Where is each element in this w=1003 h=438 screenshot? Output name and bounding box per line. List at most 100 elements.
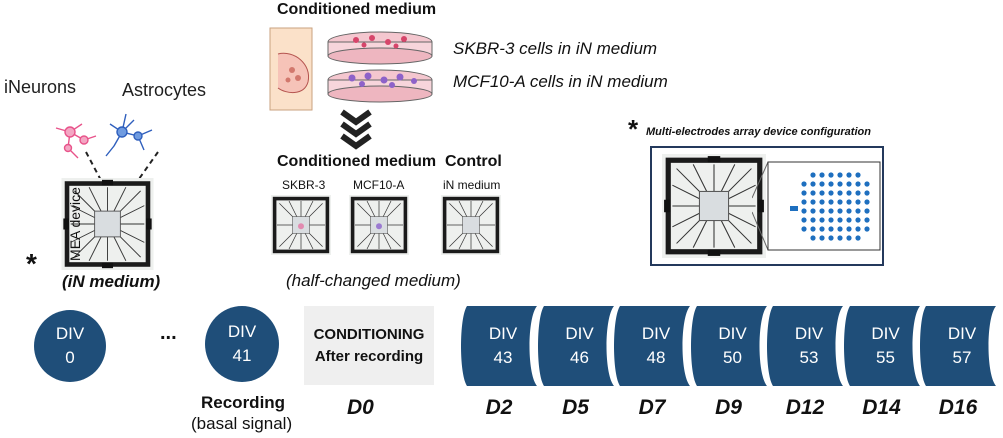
electrode-dot <box>855 235 861 241</box>
in-medium-label: (iN medium) <box>62 272 160 292</box>
segment-label-div: DIV <box>488 324 518 343</box>
electrode-dot <box>801 199 807 205</box>
basal-signal-label: (basal signal) <box>191 414 293 433</box>
mea-chip-icon <box>662 154 766 258</box>
div-circle-0: DIV 0 <box>34 310 106 382</box>
day-label-d9: D9 <box>715 396 742 419</box>
segment-fill <box>690 306 767 386</box>
electrode-dot <box>846 190 852 196</box>
day-label-d12: D12 <box>785 396 825 419</box>
mea-config-panel <box>650 146 884 266</box>
segment-shape <box>843 306 920 386</box>
electrode-dot <box>855 181 861 187</box>
electrode-dot <box>810 190 816 196</box>
segment-label-div: DIV <box>641 324 671 343</box>
electrode-dot <box>828 199 834 205</box>
div-circle-41-line2: 41 <box>232 346 252 365</box>
electrode-dot <box>864 190 870 196</box>
asterisk-left: * <box>26 248 37 279</box>
electrode-dot <box>828 217 834 223</box>
electrode-dot <box>837 217 843 223</box>
timeline-segment-43: DIV 43 <box>461 306 545 386</box>
electrode-dot <box>819 217 825 223</box>
skbr-cells-label: SKBR-3 cells in iN medium <box>453 39 658 58</box>
day-label-d14: D14 <box>862 396 901 419</box>
segment-label-div: DIV <box>565 324 594 343</box>
day-label-d2: D2 <box>485 396 513 419</box>
mea-config-title: Multi-electrodes array device configurat… <box>646 126 871 138</box>
segment-shape <box>767 306 843 386</box>
electrode-dot <box>801 181 807 187</box>
electrode-dot <box>855 190 861 196</box>
segment-label-number: 50 <box>723 348 742 367</box>
segment-label-div: DIV <box>794 324 824 343</box>
electrode-dot <box>819 172 825 178</box>
timeline-segment-48: DIV 48 <box>614 306 698 386</box>
chevron-down-icon <box>340 109 372 150</box>
segment-fill <box>767 306 843 386</box>
mea-chip-icon <box>271 195 331 255</box>
asterisk-right: * <box>628 114 639 144</box>
electrode-dot <box>819 226 825 232</box>
electrode-dot <box>828 235 834 241</box>
conditioning-line2: After recording <box>314 347 424 365</box>
mea-chip-icon <box>61 178 154 270</box>
div-circle-0-line2: 0 <box>65 348 75 367</box>
half-changed-label: (half-changed medium) <box>286 271 461 290</box>
electrode-dot <box>828 226 834 232</box>
conditioned-medium-subtitle: Conditioned medium <box>277 153 437 170</box>
chip-label-mcf: MCF10-A <box>353 178 405 192</box>
mea-device-label: MEA device <box>66 187 83 261</box>
electrode-dot <box>828 181 834 187</box>
segment-shape <box>690 306 767 386</box>
electrode-dot <box>819 190 825 196</box>
mea-chip-skbr <box>270 195 332 255</box>
electrode-dot <box>846 226 852 232</box>
electrode-dot <box>801 208 807 214</box>
segment-fill <box>843 306 920 386</box>
zoom-lines <box>85 151 159 187</box>
segment-shape <box>614 306 690 386</box>
segment-label-number: 46 <box>570 348 589 367</box>
cells-illustration-icon <box>55 113 153 159</box>
astrocytes-label: Astrocytes <box>122 80 207 100</box>
segment-fill <box>461 306 537 386</box>
electrode-dot <box>819 208 825 214</box>
mea-chip-left <box>60 178 155 270</box>
segment-shape <box>920 306 996 386</box>
day-label-d16: D16 <box>938 396 978 419</box>
electrode-dot <box>846 199 852 205</box>
electrode-dot <box>837 172 843 178</box>
dishes-illustration-icon <box>269 27 433 111</box>
electrode-dot <box>864 217 870 223</box>
segment-label-number: 43 <box>493 348 513 367</box>
segment-fill <box>614 306 690 386</box>
d0-label: D0 <box>347 396 374 419</box>
conditioning-line1: CONDITIONING <box>313 325 425 343</box>
electrode-dot <box>810 235 816 241</box>
electrode-dot <box>810 208 816 214</box>
segment-label-number: 48 <box>646 348 666 367</box>
electrode-dot <box>837 190 843 196</box>
day-label-d5: D5 <box>562 396 589 419</box>
electrode-dot <box>819 235 825 241</box>
electrode-dot <box>846 217 852 223</box>
electrode-dot <box>864 208 870 214</box>
electrode-dot <box>819 181 825 187</box>
segment-label-number: 57 <box>952 348 972 367</box>
electrode-dot <box>864 226 870 232</box>
electrode-dot <box>855 226 861 232</box>
ineurons-label: iNeurons <box>4 77 77 97</box>
segment-shape <box>461 306 537 386</box>
timeline-segment-46: DIV 46 <box>537 306 622 386</box>
electrode-dot <box>810 217 816 223</box>
segment-fill <box>920 306 996 386</box>
electrode-dot <box>837 226 843 232</box>
mea-chip-icon <box>441 195 501 255</box>
electrode-dot <box>864 181 870 187</box>
electrode-dot <box>819 199 825 205</box>
in-medium-label-text: (iN medium) <box>62 272 161 291</box>
electrode-dot <box>810 172 816 178</box>
